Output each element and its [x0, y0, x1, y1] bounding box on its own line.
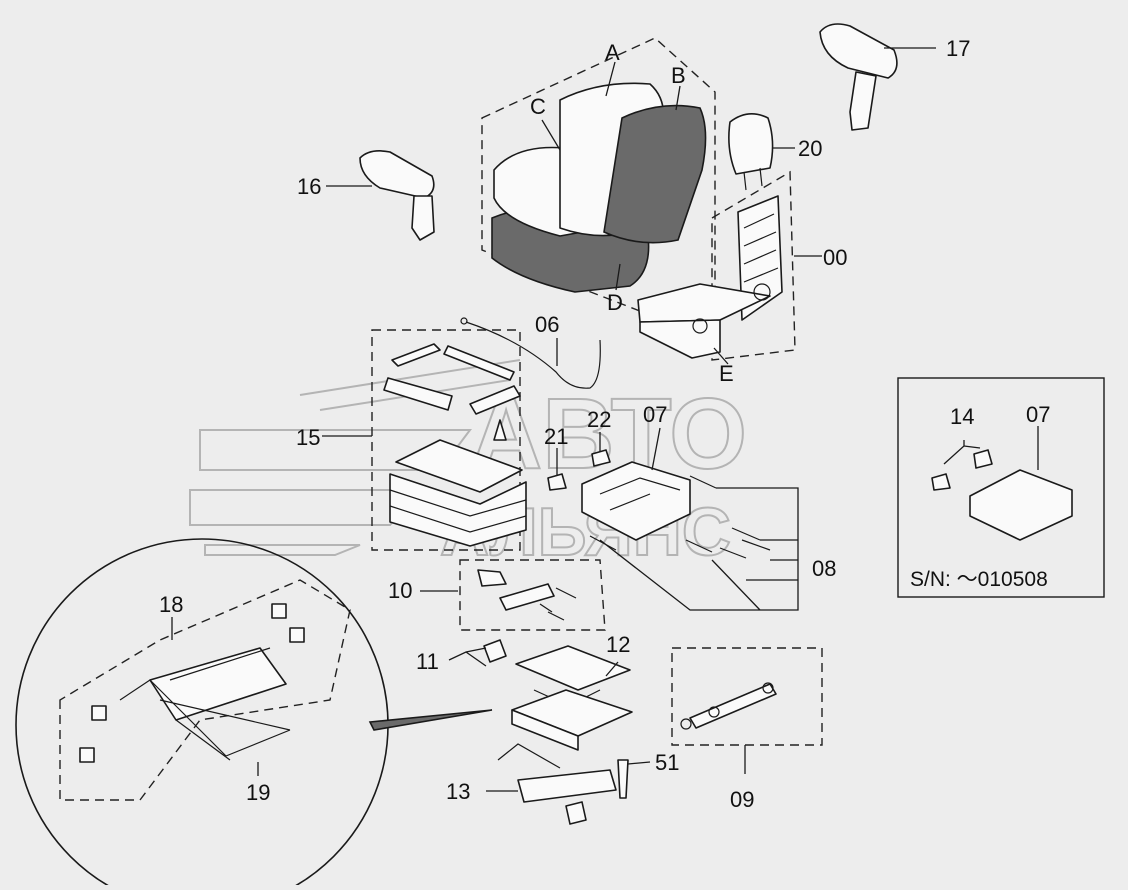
backrest-b [603, 104, 707, 244]
seat-cushions [491, 82, 707, 293]
label-11: 11 [416, 649, 439, 674]
label-10: 10 [388, 578, 412, 603]
inset-part-14a [931, 473, 951, 491]
bolt-kit-10 [477, 569, 577, 621]
label-51: 51 [655, 750, 679, 775]
part-22 [591, 449, 611, 467]
inset-label-07: 07 [1026, 402, 1050, 427]
damper-09 [680, 682, 777, 730]
armrest-17 [819, 23, 898, 131]
part-21 [547, 473, 567, 491]
label-a: A [605, 40, 620, 65]
label-15: 15 [296, 425, 320, 450]
scissor-frame-19 [119, 647, 291, 761]
label-20: 20 [798, 136, 822, 161]
label-c: C [530, 94, 546, 119]
label-13: 13 [446, 779, 470, 804]
label-d: D [607, 290, 623, 315]
label-17: 17 [946, 36, 970, 61]
label-b: B [671, 63, 686, 88]
label-08: 08 [812, 556, 836, 581]
group-outline-bolts-10 [459, 559, 606, 631]
leader-08-bracket [599, 487, 799, 611]
label-12: 12 [606, 632, 630, 657]
inset-serial-number: S/N: ～010508 [910, 568, 1048, 591]
suspension-boot [389, 439, 527, 547]
group-outline-frame [711, 170, 796, 361]
leader-lines [171, 47, 936, 792]
inset-panel [897, 377, 1105, 598]
label-22: 22 [587, 407, 611, 432]
label-19: 19 [246, 780, 270, 805]
group-outline-damper-09 [671, 647, 823, 746]
lever-13 [497, 743, 617, 825]
label-00: 00 [823, 245, 847, 270]
label-16: 16 [297, 174, 321, 199]
detail-magnifier [15, 538, 493, 890]
springs-08 [589, 475, 771, 559]
inset-part-14b [973, 449, 993, 469]
bolt-51 [617, 759, 629, 799]
label-e: E [719, 361, 734, 386]
inset-slider-07 [969, 469, 1073, 541]
bracket-11 [483, 639, 507, 663]
group-outline-inset-18 [59, 579, 351, 801]
headrest-20 [728, 113, 774, 191]
armrest-16 [359, 150, 435, 241]
slide-rails-15 [383, 343, 521, 441]
label-21: 21 [544, 424, 568, 449]
label-07: 07 [643, 402, 667, 427]
seat-frame-00 [637, 195, 783, 359]
pins-18 [79, 603, 305, 763]
label-09: 09 [730, 787, 754, 812]
label-06: 06 [535, 312, 559, 337]
cable-06 [460, 317, 601, 389]
suspension-12 [511, 645, 633, 751]
inset-label-14: 14 [950, 404, 974, 429]
group-outline-rails [371, 329, 521, 551]
label-18: 18 [159, 592, 183, 617]
slider-07 [581, 461, 691, 541]
